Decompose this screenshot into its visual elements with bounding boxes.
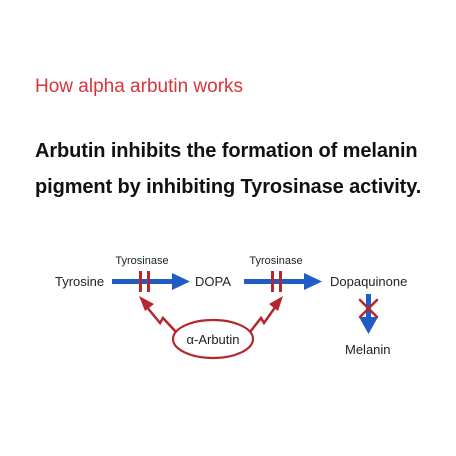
inhibition-arrow-left (139, 296, 177, 333)
inhibition-mark-1 (139, 271, 150, 292)
arrow-dopa-to-dopaquinone (244, 273, 322, 290)
node-melanin: Melanin (345, 342, 391, 357)
node-dopaquinone: Dopaquinone (330, 274, 407, 289)
inhibition-mark-2 (271, 271, 282, 292)
enzyme-label-tyrosinase-1: Tyrosinase (115, 255, 168, 267)
inhibition-arrow-right (249, 296, 283, 333)
arrow-dopaquinone-to-melanin (359, 294, 378, 334)
description-line-1: Arbutin inhibits the formation of melani… (35, 140, 418, 162)
page-title: How alpha arbutin works (35, 76, 244, 97)
alpha-arbutin-ellipse (171, 318, 255, 360)
node-alpha-arbutin: α-Arbutin (186, 332, 239, 347)
node-tyrosine: Tyrosine (55, 274, 104, 289)
description-line-2: pigment by inhibiting Tyrosinase activit… (35, 176, 422, 198)
enzyme-label-tyrosinase-2: Tyrosinase (249, 255, 302, 267)
node-dopa: DOPA (195, 274, 231, 289)
arrow-tyrosine-to-dopa (112, 273, 190, 290)
blocked-x-mark (358, 298, 379, 319)
